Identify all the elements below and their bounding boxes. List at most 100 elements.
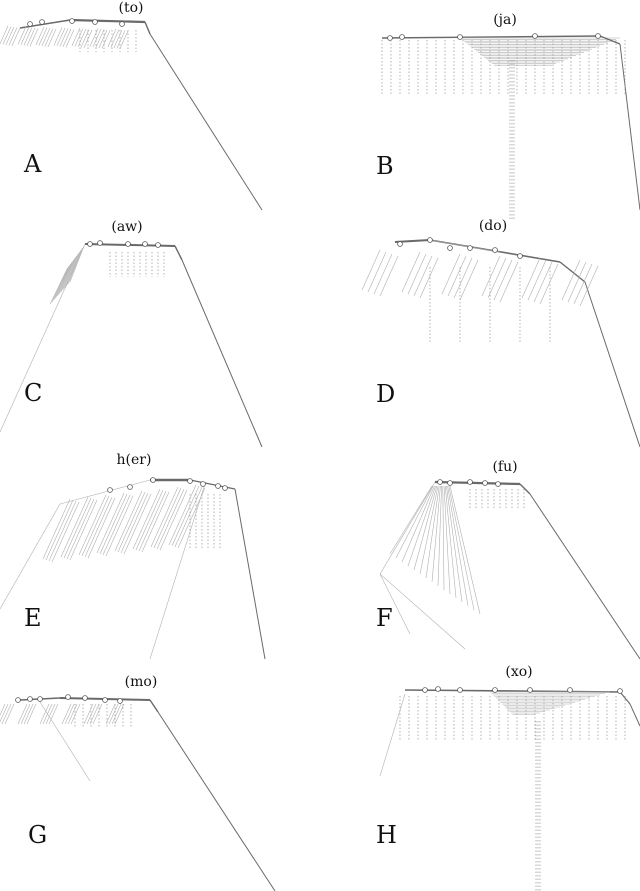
tree-edge: [42, 703, 53, 725]
tree-node: [467, 245, 473, 251]
tree-edge: [381, 35, 601, 39]
panel-c: (aw) C: [0, 219, 320, 448]
tree-edge: [45, 703, 56, 725]
tree-edge: [132, 488, 161, 550]
tree-node: [595, 33, 601, 39]
panel-e-label: E: [24, 604, 42, 632]
tree-edge: [459, 259, 479, 301]
tree-node: [437, 479, 443, 485]
tree-edge: [120, 492, 149, 554]
tree-edge: [493, 259, 513, 301]
tree-edge: [48, 500, 77, 562]
tree-edge: [561, 259, 581, 301]
tree-f: [379, 479, 640, 660]
panel-g-label: G: [28, 821, 48, 849]
tree-edge: [5, 26, 15, 46]
tree-edge: [149, 33, 263, 211]
tree-edge: [45, 499, 74, 561]
tree-a: [0, 18, 263, 211]
tree-edge: [487, 257, 507, 299]
tree-node: [15, 697, 21, 703]
tree-edge: [66, 498, 95, 560]
tree-edge: [96, 492, 125, 554]
tree-edge: [395, 485, 434, 559]
tree-edge: [429, 239, 501, 253]
tree-edge: [407, 485, 436, 567]
tree-edge: [174, 486, 203, 548]
tree-edge: [413, 485, 438, 571]
tree-edge: [49, 267, 68, 305]
tree-edge: [141, 491, 170, 553]
tree-edge: [11, 27, 21, 47]
tree-edge: [144, 21, 151, 35]
tree-node: [567, 687, 573, 693]
panel-f-title: (fu): [492, 459, 518, 475]
tree-edge: [69, 245, 85, 283]
tree-node: [617, 688, 623, 694]
tree-edge: [573, 263, 593, 305]
tree-node: [482, 480, 488, 486]
tree-edge: [0, 703, 6, 716]
tree-edge: [401, 485, 435, 563]
tree-edge: [584, 281, 640, 448]
tree-edge: [70, 703, 81, 725]
tree-edge: [67, 703, 78, 725]
tree-edge: [149, 699, 159, 713]
tree-edge: [105, 495, 134, 557]
tree-edge: [419, 257, 439, 299]
tree-edge: [60, 496, 89, 558]
tree-edge: [539, 263, 559, 305]
tree-edge: [407, 253, 427, 295]
tree-edge: [437, 485, 442, 587]
tree-node: [127, 484, 133, 490]
tree-node: [69, 18, 75, 24]
tree-edge: [77, 28, 87, 48]
tree-edge: [57, 259, 74, 297]
tree-edge: [379, 693, 406, 777]
tree-edge: [60, 255, 77, 293]
tree-edge: [20, 703, 31, 725]
tree-edge: [379, 481, 436, 575]
tree-node: [527, 687, 533, 693]
tree-edge: [17, 26, 27, 45]
tree-node: [467, 479, 473, 485]
tree-edge: [404, 689, 621, 693]
panel-a-title: (to): [118, 0, 144, 16]
tree-edge: [20, 26, 30, 46]
panel-f: (fu) F: [320, 444, 640, 666]
tree-edge: [579, 265, 599, 307]
tree-node: [447, 480, 453, 486]
tree-edge: [181, 259, 263, 448]
tree-edge: [19, 19, 71, 29]
tree-edge: [64, 251, 80, 289]
tree-edge: [149, 483, 206, 660]
tree-edge: [153, 487, 182, 549]
tree-edge: [499, 261, 519, 303]
tree-node: [495, 481, 501, 487]
tree-edge: [156, 488, 185, 550]
tree-edge: [23, 703, 34, 725]
tree-edge: [17, 703, 28, 725]
tree-edge: [447, 255, 467, 297]
tree-edge: [64, 703, 75, 725]
tree-edge: [567, 261, 587, 303]
tree-e: [0, 477, 266, 660]
tree-edge: [89, 703, 100, 725]
tree-edge: [189, 479, 236, 490]
tree-edge: [599, 35, 621, 45]
tree-edge: [111, 703, 122, 725]
tree-node: [87, 241, 93, 247]
tree-edge: [413, 255, 433, 297]
tree-edge: [92, 28, 102, 48]
tree-edge: [619, 691, 631, 705]
tree-edge: [481, 255, 501, 297]
tree-h: [379, 686, 640, 891]
tree-edge: [58, 257, 76, 295]
panel-c-title: (aw): [111, 219, 143, 235]
tree-edge: [443, 485, 451, 595]
tree-node: [39, 19, 45, 25]
tree-c: [0, 240, 263, 448]
panel-e-title: h(er): [116, 452, 152, 468]
panel-e: h(er) E: [0, 444, 320, 666]
panel-d-title: (do): [478, 218, 508, 234]
